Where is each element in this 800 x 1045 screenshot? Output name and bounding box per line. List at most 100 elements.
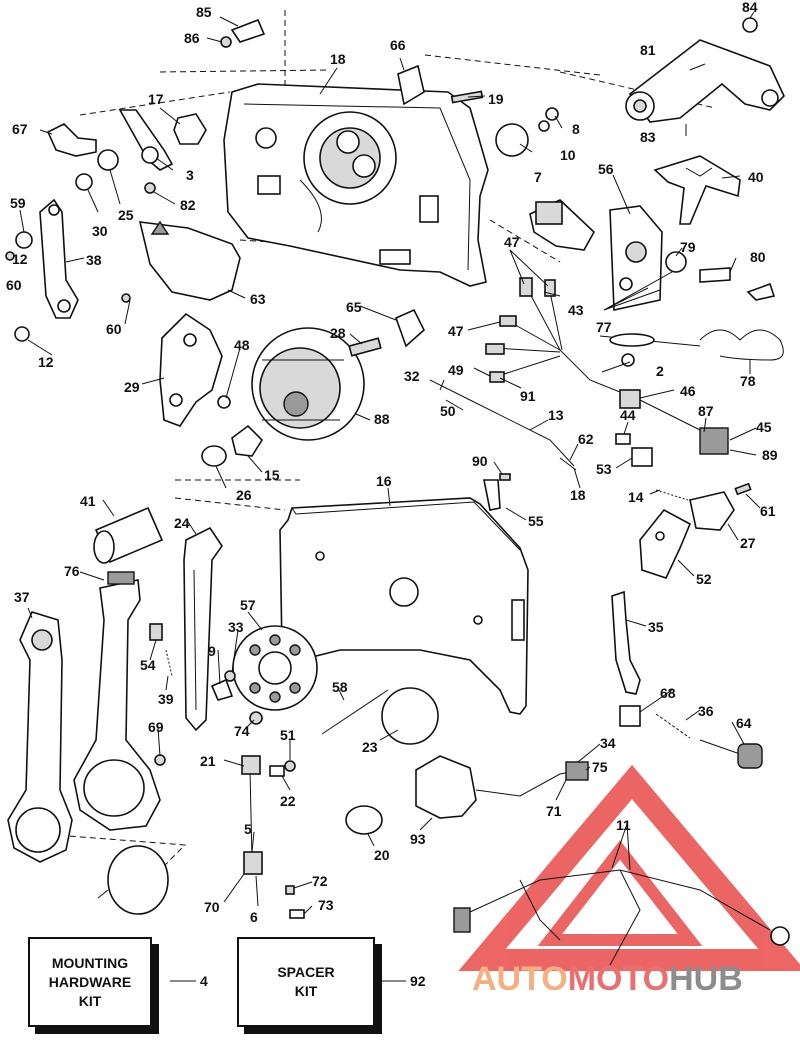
callout-label: 14 xyxy=(628,489,644,505)
small-parts xyxy=(5,17,763,919)
callout-label: 88 xyxy=(374,411,390,427)
callout-label: 66 xyxy=(390,37,406,53)
harness-71 xyxy=(241,755,263,875)
callout-label: 6 xyxy=(250,909,258,925)
bracket-24 xyxy=(639,508,692,579)
control-cover-plate xyxy=(279,497,529,715)
callout-label: 38 xyxy=(86,252,102,268)
callout-label: 87 xyxy=(698,403,714,419)
callout-label: 32 xyxy=(404,368,420,384)
lever-57 xyxy=(611,590,641,695)
callout-label: 64 xyxy=(736,715,752,731)
lanyard-coil-78 xyxy=(599,282,784,361)
callout-label: 58 xyxy=(332,679,348,695)
callout-label: 86 xyxy=(184,30,200,46)
callout-label: 72 xyxy=(312,873,328,889)
watermark-logo-icon xyxy=(458,764,800,971)
callout-label: 57 xyxy=(240,597,256,613)
callout-label: 52 xyxy=(696,571,712,587)
shaft-88 xyxy=(429,379,575,467)
callout-label: 7 xyxy=(534,169,542,185)
callout-label: 53 xyxy=(596,461,612,477)
mounting-hardware-kit-box: MOUNTING HARDWARE KIT xyxy=(28,937,152,1027)
callout-label: 70 xyxy=(204,899,220,915)
callout-label: 79 xyxy=(680,239,696,255)
callout-label: 85 xyxy=(196,4,212,20)
lens-73 xyxy=(107,845,169,915)
module-20 xyxy=(415,755,589,819)
callout-label: 54 xyxy=(140,657,156,673)
callout-label: 17 xyxy=(148,91,164,107)
callout-label: 24 xyxy=(174,515,190,531)
callout-label: 50 xyxy=(440,403,456,419)
callout-label: 47 xyxy=(504,234,520,250)
callout-label: 62 xyxy=(578,431,594,447)
callout-label: 45 xyxy=(756,419,772,435)
control-handle-81 xyxy=(625,39,785,123)
wire-harness-47 xyxy=(485,277,729,455)
callout-label: 35 xyxy=(648,619,664,635)
callout-label: 12 xyxy=(38,354,54,370)
callout-label: 55 xyxy=(528,513,544,529)
callout-label: 83 xyxy=(640,129,656,145)
callout-label: 46 xyxy=(680,383,696,399)
callout-label: 80 xyxy=(750,249,766,265)
callout-label: 27 xyxy=(740,535,756,551)
callout-label: 10 xyxy=(560,147,576,163)
shift-bracket-2 xyxy=(159,312,223,427)
callout-label: 19 xyxy=(488,91,504,107)
callout-label: 56 xyxy=(598,161,614,177)
callout-label: 3 xyxy=(186,167,194,183)
gear-37 xyxy=(232,625,318,711)
callout-label: 33 xyxy=(228,619,244,635)
callout-label: 2 xyxy=(656,363,664,379)
callout-label: 41 xyxy=(80,493,96,509)
callout-label: 39 xyxy=(158,691,174,707)
kit-label: MOUNTING HARDWARE KIT xyxy=(48,954,132,1009)
callout-label: 22 xyxy=(280,793,296,809)
callout-label: 29 xyxy=(124,379,140,395)
callout-label: 91 xyxy=(520,388,536,404)
handle-arm-52 xyxy=(73,571,161,831)
trim-switch-43 xyxy=(529,199,596,251)
callout-label: 20 xyxy=(374,847,390,863)
callout-label: 28 xyxy=(330,325,346,341)
callout-label: 8 xyxy=(572,121,580,137)
plate-56 xyxy=(609,205,663,311)
callout-label: 75 xyxy=(592,759,608,775)
cable-93 xyxy=(453,869,790,966)
callout-label: 9 xyxy=(208,643,216,659)
callout-label: 89 xyxy=(762,447,778,463)
callout-label: 48 xyxy=(234,337,250,353)
callout-label: 63 xyxy=(250,291,266,307)
throttle-cam-29 xyxy=(251,327,365,441)
callout-label: 21 xyxy=(200,753,216,769)
callout-label: 61 xyxy=(760,503,776,519)
callout-label: 60 xyxy=(106,321,122,337)
callout-label: 37 xyxy=(14,589,30,605)
callout-label: 44 xyxy=(620,407,636,423)
callout-label: 74 xyxy=(234,723,250,739)
callout-label: 18 xyxy=(570,487,586,503)
callout-label: 51 xyxy=(280,727,296,743)
neutral-switch-41 xyxy=(689,491,735,531)
callout-label: 30 xyxy=(92,223,108,239)
lens-51 xyxy=(381,687,439,745)
control-housing-top xyxy=(223,83,489,287)
callout-label: 59 xyxy=(10,195,26,211)
watermark-part: MOTO xyxy=(567,960,670,998)
spacer-kit-box: SPACER KIT xyxy=(237,937,375,1027)
callout-label: 69 xyxy=(148,719,164,735)
callout-label: 77 xyxy=(596,319,612,335)
lever-38 xyxy=(39,198,79,319)
handle-76 xyxy=(7,611,73,863)
callout-label: 81 xyxy=(640,42,656,58)
callout-label: 78 xyxy=(740,373,756,389)
callout-label: 16 xyxy=(376,473,392,489)
callout-labels: 85 86 84 18 66 81 67 17 19 8 83 3 10 7 4… xyxy=(6,0,778,925)
callout-label: 43 xyxy=(568,302,584,318)
watermark-part: AUTO xyxy=(472,960,568,998)
callout-label: 49 xyxy=(448,362,464,378)
leader-lines xyxy=(19,11,761,982)
